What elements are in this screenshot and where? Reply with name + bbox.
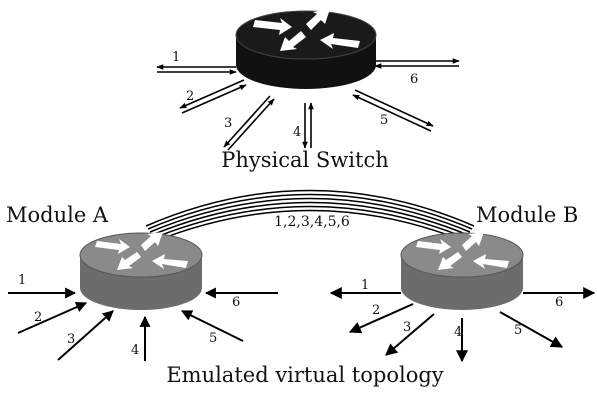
physical-port-5-label: 5 <box>380 113 388 128</box>
module-b-label: Module B <box>476 203 578 227</box>
module-b-port-6-label: 6 <box>555 295 563 310</box>
module-b-port-2-label: 2 <box>372 303 380 318</box>
physical-port-2-label: 2 <box>186 89 194 104</box>
module-a-label: Module A <box>6 203 109 227</box>
physical-port-4-arrow <box>302 102 314 149</box>
physical-switch: 1 2 3 4 5 6 Physical Switch <box>156 9 460 172</box>
virtual-link-bundle <box>145 189 475 242</box>
module-a-port-3-label: 3 <box>67 332 75 347</box>
physical-port-5-arrow <box>352 89 434 132</box>
physical-port-6-label: 6 <box>410 72 418 87</box>
module-b: Module B 1 2 3 4 5 6 <box>329 203 596 363</box>
physical-port-3-arrow <box>223 95 275 151</box>
physical-port-3-label: 3 <box>224 116 232 131</box>
physical-switch-router-icon <box>235 9 377 89</box>
physical-port-1-label: 1 <box>172 50 180 65</box>
module-a-port-5-arrow <box>181 310 244 342</box>
physical-switch-label: Physical Switch <box>221 148 389 172</box>
module-b-router-icon <box>400 232 524 310</box>
module-a-router-icon <box>79 232 203 310</box>
module-b-port-3-arrow <box>385 313 435 356</box>
module-b-port-5-arrow <box>499 311 564 348</box>
module-b-port-1-label: 1 <box>361 278 369 293</box>
module-a-port-4-label: 4 <box>131 343 139 358</box>
physical-port-2-arrow <box>179 79 247 114</box>
module-a: Module A 1 2 3 4 5 6 <box>6 203 278 361</box>
virtual-topology-label: Emulated virtual topology <box>166 363 443 387</box>
module-a-port-1-label: 1 <box>18 273 26 288</box>
physical-port-1-arrow <box>156 64 237 75</box>
module-a-port-5-label: 5 <box>209 331 217 346</box>
module-a-port-6-label: 6 <box>232 295 240 310</box>
module-a-port-3-arrow <box>57 310 114 361</box>
physical-port-4-label: 4 <box>293 125 301 140</box>
module-b-port-2-arrow <box>348 303 414 334</box>
module-b-port-3-label: 3 <box>403 320 411 335</box>
module-b-port-4-label: 4 <box>454 325 462 340</box>
physical-port-6-arrow <box>374 58 460 69</box>
link-bundle-label: 1,2,3,4,5,6 <box>274 214 350 230</box>
module-a-port-2-arrow <box>17 301 88 334</box>
module-b-port-5-label: 5 <box>514 323 522 338</box>
module-a-port-2-label: 2 <box>34 310 42 325</box>
